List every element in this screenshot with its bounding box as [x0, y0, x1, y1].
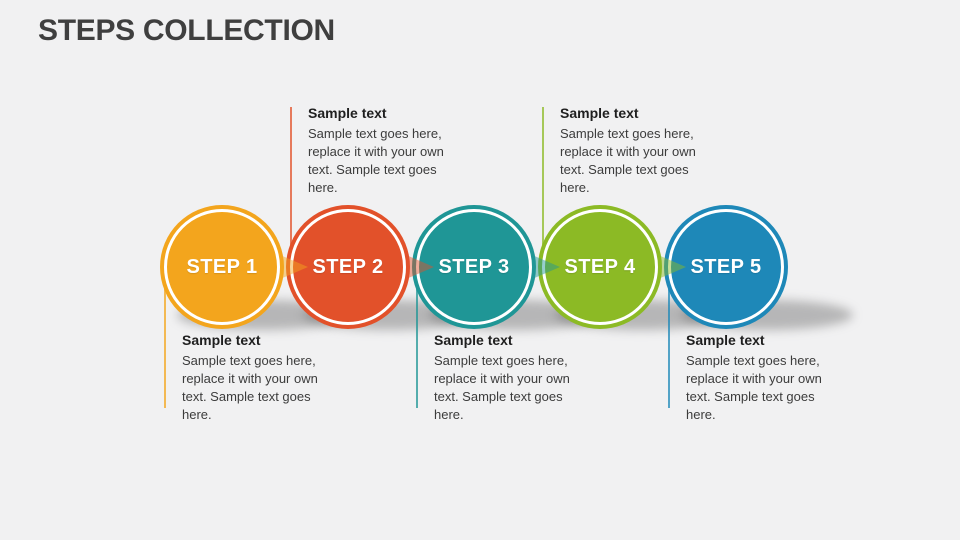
step-label-4: STEP 4: [564, 255, 636, 278]
step-circle-3: STEP 3: [412, 205, 536, 329]
step-circle-4: STEP 4: [538, 205, 662, 329]
text-block-heading: Sample text: [182, 332, 261, 348]
text-block-heading: Sample text: [308, 105, 387, 121]
connector-line-5: [668, 288, 670, 408]
step-label-1: STEP 1: [186, 255, 258, 278]
text-block-body: Sample text goes here, replace it with y…: [182, 353, 318, 422]
text-block-body: Sample text goes here, replace it with y…: [560, 126, 696, 195]
step-label-2: STEP 2: [312, 255, 384, 278]
connector-line-1: [164, 288, 166, 408]
text-block-heading: Sample text: [434, 332, 513, 348]
step-circle-1: STEP 1: [160, 205, 284, 329]
text-block-body: Sample text goes here, replace it with y…: [308, 126, 444, 195]
text-block-heading: Sample text: [686, 332, 765, 348]
step-circle-5: STEP 5: [664, 205, 788, 329]
text-block-body: Sample text goes here, replace it with y…: [434, 353, 570, 422]
text-block-body: Sample text goes here, replace it with y…: [686, 353, 822, 422]
connector-line-2: [290, 107, 292, 252]
slide-title: STEPS COLLECTION: [38, 14, 335, 47]
step-circle-2: STEP 2: [286, 205, 410, 329]
connector-line-3: [416, 288, 418, 408]
connector-line-4: [542, 107, 544, 252]
step-label-5: STEP 5: [690, 255, 762, 278]
step-label-3: STEP 3: [438, 255, 510, 278]
text-block-heading: Sample text: [560, 105, 639, 121]
